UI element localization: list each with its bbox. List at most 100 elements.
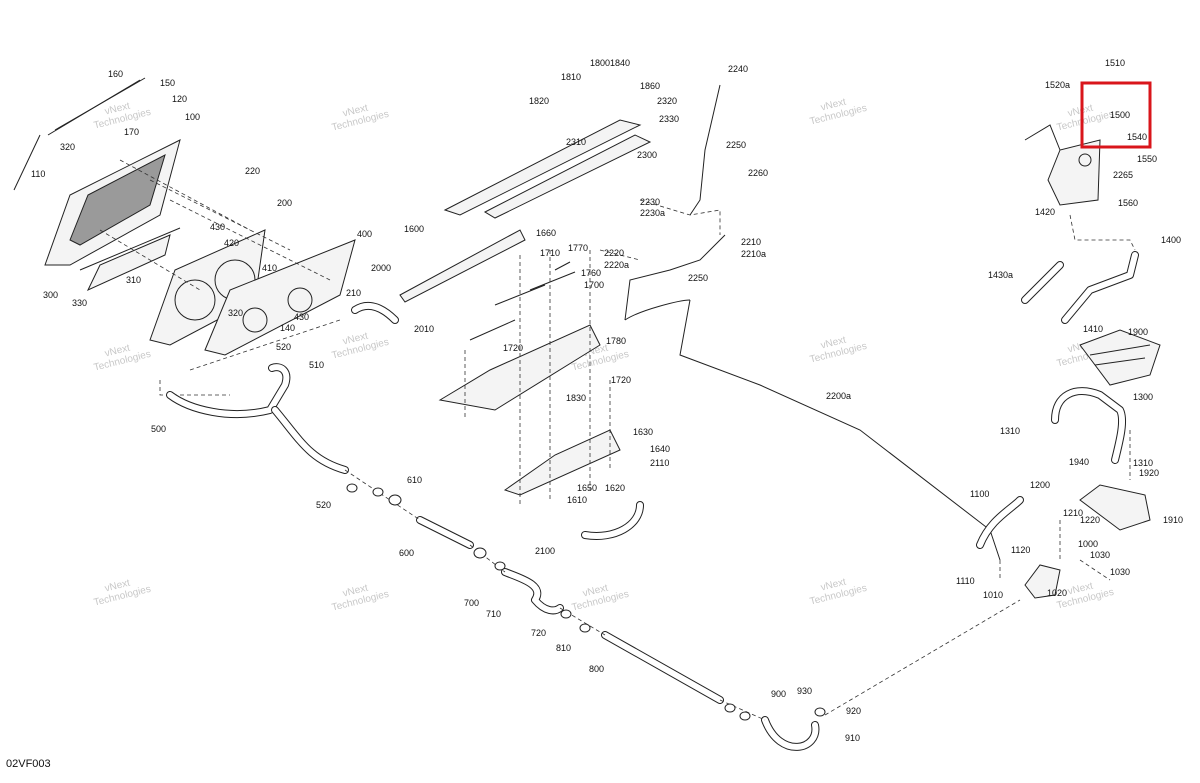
callout-label: 170 bbox=[124, 127, 139, 137]
callout-label: 1600 bbox=[404, 224, 424, 234]
callout-label: 2250 bbox=[726, 140, 746, 150]
callout-label: 420 bbox=[224, 238, 239, 248]
callout-label: 330 bbox=[72, 298, 87, 308]
callout-label: 1920 bbox=[1139, 468, 1159, 478]
callout-label: 1540 bbox=[1127, 132, 1147, 142]
callout-label: 1310 bbox=[1133, 458, 1153, 468]
callout-label: 710 bbox=[486, 609, 501, 619]
callout-label: 1900 bbox=[1128, 327, 1148, 337]
callout-label: 1500 bbox=[1110, 110, 1130, 120]
callout-label: 1000 bbox=[1078, 539, 1098, 549]
callout-label: 2230a bbox=[640, 208, 665, 218]
callout-label: 2260 bbox=[748, 168, 768, 178]
callout-label: 1760 bbox=[581, 268, 601, 278]
callout-label: 1810 bbox=[561, 72, 581, 82]
watermark-text: vNextTechnologies bbox=[568, 578, 630, 613]
callout-label: 1700 bbox=[584, 280, 604, 290]
callout-label: 410 bbox=[262, 263, 277, 273]
callout-label: 720 bbox=[531, 628, 546, 638]
coolant-reservoir bbox=[1024, 124, 1101, 206]
coolant-lines bbox=[599, 84, 1001, 561]
callout-label: 1520a bbox=[1045, 80, 1070, 90]
callout-label: 2300 bbox=[637, 150, 657, 160]
callout-label: 2320 bbox=[657, 96, 677, 106]
watermark-text: vNextTechnologies bbox=[90, 96, 152, 131]
callout-label: 160 bbox=[108, 69, 123, 79]
callout-label: 1720 bbox=[503, 343, 523, 353]
callout-label: 1860 bbox=[640, 81, 660, 91]
callout-label: 1720 bbox=[611, 375, 631, 385]
callout-label: 2230 bbox=[640, 197, 660, 207]
callout-label: 1910 bbox=[1163, 515, 1183, 525]
callout-label: 1410 bbox=[1083, 324, 1103, 334]
callout-label: 1430a bbox=[988, 270, 1013, 280]
callout-label: 1800 bbox=[590, 58, 610, 68]
callout-label: 1710 bbox=[540, 248, 560, 258]
callout-label: 100 bbox=[185, 112, 200, 122]
callout-label: 2220 bbox=[604, 248, 624, 258]
assembly-guides-left bbox=[99, 159, 341, 396]
callout-label: 220 bbox=[245, 166, 260, 176]
callout-label: 1780 bbox=[606, 336, 626, 346]
callout-label: 2000 bbox=[371, 263, 391, 273]
callout-label: 1120 bbox=[1011, 545, 1030, 555]
watermark-text: vNextTechnologies bbox=[1053, 98, 1115, 133]
callout-label: 800 bbox=[589, 664, 604, 674]
callout-label: 1300 bbox=[1133, 392, 1153, 402]
water-pump-housing bbox=[1024, 484, 1151, 599]
callout-label: 2200a bbox=[826, 391, 851, 401]
callout-label: 2330 bbox=[659, 114, 679, 124]
assembly-guides-right bbox=[999, 430, 1131, 581]
callout-label: 430 bbox=[210, 222, 225, 232]
callout-label: 200 bbox=[277, 198, 292, 208]
callout-label: 910 bbox=[845, 733, 860, 743]
callout-label: 1030 bbox=[1090, 550, 1110, 560]
radiator-assembly bbox=[13, 77, 181, 292]
callout-label: 1110 bbox=[956, 576, 975, 586]
callout-label: 1010 bbox=[983, 590, 1003, 600]
callout-label: 1820 bbox=[529, 96, 549, 106]
callout-label: 930 bbox=[797, 686, 812, 696]
callout-label: 300 bbox=[43, 290, 58, 300]
callout-label: 1650 bbox=[577, 483, 597, 493]
watermark-text: vNextTechnologies bbox=[806, 572, 868, 607]
watermark-text: vNextTechnologies bbox=[90, 338, 152, 373]
watermark-text: vNextTechnologies bbox=[90, 573, 152, 608]
callout-label: 600 bbox=[399, 548, 414, 558]
callout-label: 2265 bbox=[1113, 170, 1133, 180]
small-hoses bbox=[351, 301, 644, 540]
callout-label: 520 bbox=[276, 342, 291, 352]
callout-label: 1560 bbox=[1118, 198, 1138, 208]
callout-label: 1310 bbox=[1000, 426, 1020, 436]
callout-label: 150 bbox=[160, 78, 175, 88]
callout-label: 320 bbox=[60, 142, 75, 152]
callout-label: 1840 bbox=[610, 58, 630, 68]
fan-shroud bbox=[149, 229, 356, 356]
callout-label: 610 bbox=[407, 475, 422, 485]
hose-clamps bbox=[346, 483, 826, 721]
callout-label: 1940 bbox=[1069, 457, 1089, 467]
callout-label: 2210 bbox=[741, 237, 761, 247]
callout-label: 1200 bbox=[1030, 480, 1050, 490]
thermostat-housing bbox=[1079, 329, 1161, 386]
callout-label: 430 bbox=[294, 312, 309, 322]
watermark-text: vNextTechnologies bbox=[328, 98, 390, 133]
watermark-text: vNextTechnologies bbox=[328, 578, 390, 613]
callout-label: 1610 bbox=[567, 495, 587, 505]
callout-label: 920 bbox=[846, 706, 861, 716]
callout-label: 1660 bbox=[536, 228, 556, 238]
callout-label: 120 bbox=[172, 94, 187, 104]
callout-label: 510 bbox=[309, 360, 324, 370]
callout-label: 1640 bbox=[650, 444, 670, 454]
callout-label: 1220 bbox=[1080, 515, 1100, 525]
heater-hoses bbox=[976, 387, 1127, 549]
callout-label: 700 bbox=[464, 598, 479, 608]
coolant-hose-line bbox=[166, 363, 1021, 751]
watermark-text: vNextTechnologies bbox=[806, 92, 868, 127]
callout-label: 2100 bbox=[535, 546, 555, 556]
callout-label: 310 bbox=[126, 275, 141, 285]
callout-label: 1510 bbox=[1105, 58, 1125, 68]
callout-label: 500 bbox=[151, 424, 166, 434]
callout-label: 2010 bbox=[414, 324, 434, 334]
